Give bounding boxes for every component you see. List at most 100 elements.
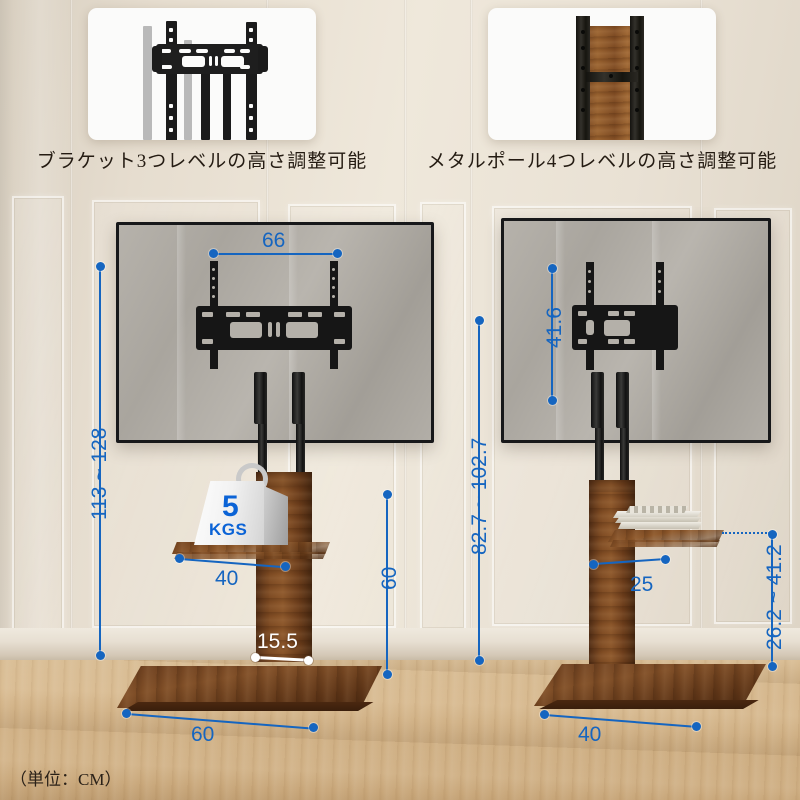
book-item — [626, 506, 688, 513]
dimension-label: 26.2 ~ 41.2 — [763, 544, 786, 650]
dimension-line — [386, 494, 388, 674]
dimension-endpoint — [333, 249, 342, 258]
dimension-endpoint — [209, 249, 218, 258]
dimension-label: 66 — [262, 229, 286, 252]
upright-pole-sleeve — [292, 372, 305, 424]
mount-cutout — [276, 322, 280, 337]
mount-hole — [212, 268, 215, 271]
book-item — [618, 522, 702, 529]
bracket-hole — [169, 116, 173, 120]
pole-screw — [581, 108, 585, 112]
upright-pole-sleeve — [616, 372, 629, 428]
dimension-label: 15.5 — [257, 630, 298, 653]
bracket-window — [182, 56, 205, 67]
dimension-endpoint — [768, 530, 777, 539]
upright-pole — [595, 380, 604, 498]
dimension-label: 82.7 ~ 102.7 — [468, 437, 491, 555]
pole-screw — [635, 88, 639, 92]
mount-slot — [334, 339, 345, 344]
upright-pole-sleeve — [254, 372, 267, 424]
mount-hole — [588, 270, 591, 273]
mount-hole — [588, 290, 591, 293]
mount-hole — [212, 277, 215, 280]
mount-slot — [202, 339, 213, 344]
bracket-rail — [201, 58, 210, 140]
pole-screw — [635, 46, 639, 50]
shelf-edge-left — [174, 552, 326, 559]
bracket-hole — [169, 128, 173, 132]
mount-slot — [608, 339, 619, 344]
weight-unit: KGS — [209, 520, 248, 539]
dimension-endpoint — [475, 656, 484, 665]
upright-pole — [296, 380, 305, 488]
upright-pole — [258, 380, 267, 488]
bracket-slot — [179, 49, 191, 53]
upright-pole — [620, 380, 629, 498]
mount-cutout — [586, 320, 594, 335]
bracket-hole — [249, 28, 253, 32]
pole-screw — [635, 66, 639, 70]
bracket-rail — [246, 22, 257, 140]
mount-main-plate — [196, 306, 352, 350]
dimension-endpoint — [251, 653, 260, 662]
mount-slot — [578, 311, 587, 316]
bracket-slot — [161, 49, 171, 53]
mount-hole — [332, 286, 335, 289]
tv-reflection — [177, 225, 186, 440]
mount-hole — [332, 295, 335, 298]
dimension-endpoint — [96, 651, 105, 660]
wood-column-top — [589, 480, 635, 492]
mount-cutout — [268, 322, 272, 337]
dimension-endpoint — [309, 723, 318, 732]
bracket-window — [209, 56, 212, 66]
dimension-endpoint — [383, 490, 392, 499]
dimension-endpoint — [304, 656, 313, 665]
dimension-endpoint — [96, 262, 105, 271]
bracket-window — [221, 56, 244, 67]
baseboard — [0, 628, 800, 662]
bracket-window — [215, 56, 218, 66]
base-right — [534, 664, 766, 706]
leader-line — [722, 532, 770, 534]
book-item — [615, 517, 701, 523]
mount-slot — [288, 312, 302, 317]
pole-screw — [581, 30, 585, 34]
bracket-slot — [240, 49, 250, 53]
pole-metal-left — [576, 16, 590, 140]
mount-slot — [624, 311, 635, 316]
dimension-label: 60 — [191, 723, 215, 746]
dimension-endpoint — [281, 562, 290, 571]
mount-cutout — [230, 322, 262, 338]
bracket-hole — [169, 28, 173, 32]
dimension-label: 25 — [630, 573, 654, 596]
mount-hole — [658, 270, 661, 273]
dimension-endpoint — [122, 709, 131, 718]
mount-hole — [212, 286, 215, 289]
mount-cutout — [604, 320, 630, 336]
bracket-rail-ghost — [143, 26, 152, 140]
dimension-endpoint — [548, 264, 557, 273]
mount-hole — [658, 280, 661, 283]
mount-cutout — [286, 322, 318, 338]
wood-column-right — [589, 480, 635, 670]
wood-column-top — [256, 472, 312, 486]
dimension-line — [213, 253, 337, 255]
dimension-endpoint — [661, 555, 670, 564]
dimension-endpoint — [589, 560, 598, 569]
bracket-hole — [169, 38, 173, 42]
dimension-endpoint — [383, 670, 392, 679]
bracket-slot — [161, 65, 172, 69]
wall-panel — [12, 196, 64, 632]
mount-slot — [246, 312, 260, 317]
base-left — [117, 666, 382, 708]
wall-seam — [70, 0, 73, 700]
pole-screw — [581, 66, 585, 70]
dimension-label: 60 — [378, 566, 401, 590]
mount-slot — [624, 339, 635, 344]
pole-screw — [635, 30, 639, 34]
bracket-callout-card — [88, 8, 316, 140]
mount-slot — [578, 339, 587, 344]
bracket-hole — [169, 104, 173, 108]
pole-screw — [635, 108, 639, 112]
dimension-line — [551, 268, 553, 400]
